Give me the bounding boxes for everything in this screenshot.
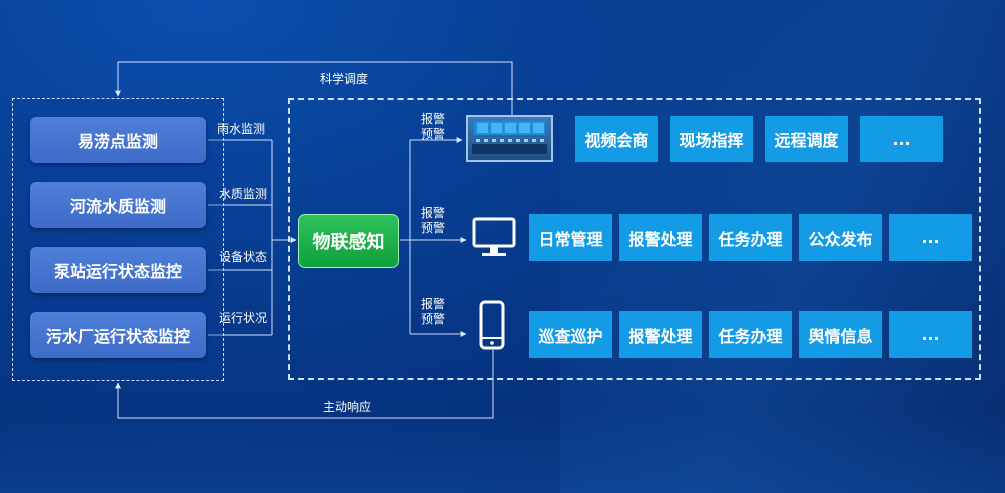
channel-label-operation: 运行状况	[219, 311, 268, 325]
tile-video-conference[interactable]: 视频会商	[575, 116, 658, 162]
top-loop-label: 科学调度	[320, 72, 369, 86]
tile-more-3[interactable]: ...	[889, 311, 972, 358]
source-waterlogging[interactable]: 易涝点监测	[30, 117, 206, 163]
mobile-phone-icon	[479, 300, 505, 350]
channel-label-rain: 雨水监测	[217, 122, 266, 136]
channel-label-water-quality: 水质监测	[219, 187, 268, 201]
tile-alarm-handling-mobile[interactable]: 报警处理	[619, 311, 702, 358]
alarm-label-2: 报警 预警	[421, 206, 446, 235]
tile-field-command[interactable]: 现场指挥	[670, 116, 753, 162]
tile-alarm-handling[interactable]: 报警处理	[619, 214, 702, 261]
tile-more-1[interactable]: ...	[860, 116, 943, 162]
tile-more-2[interactable]: ...	[889, 214, 972, 261]
tile-patrol[interactable]: 巡查巡护	[529, 311, 612, 358]
tile-task-handling-mobile[interactable]: 任务办理	[709, 311, 792, 358]
source-sewage-plant[interactable]: 污水厂运行状态监控	[30, 312, 206, 358]
source-pump-station[interactable]: 泵站运行状态监控	[30, 247, 206, 293]
tile-remote-dispatch[interactable]: 远程调度	[765, 116, 848, 162]
bottom-loop-label: 主动响应	[323, 400, 372, 414]
source-river-water-quality[interactable]: 河流水质监测	[30, 182, 206, 228]
alarm-label-3: 报警 预警	[421, 297, 446, 326]
control-room-image	[466, 115, 553, 162]
alarm-label-1: 报警 预警	[421, 112, 446, 141]
tile-public-release[interactable]: 公众发布	[799, 214, 882, 261]
tile-task-handling[interactable]: 任务办理	[709, 214, 792, 261]
monitor-icon	[472, 217, 516, 256]
channel-label-device: 设备状态	[219, 250, 268, 264]
tile-public-opinion[interactable]: 舆情信息	[799, 311, 882, 358]
tile-daily-management[interactable]: 日常管理	[529, 214, 612, 261]
applications-panel	[288, 98, 981, 380]
bottom-loop-line	[115, 350, 494, 419]
top-loop-line	[115, 61, 513, 115]
iot-hub[interactable]: 物联感知	[298, 214, 399, 268]
background-floor	[0, 410, 1005, 493]
